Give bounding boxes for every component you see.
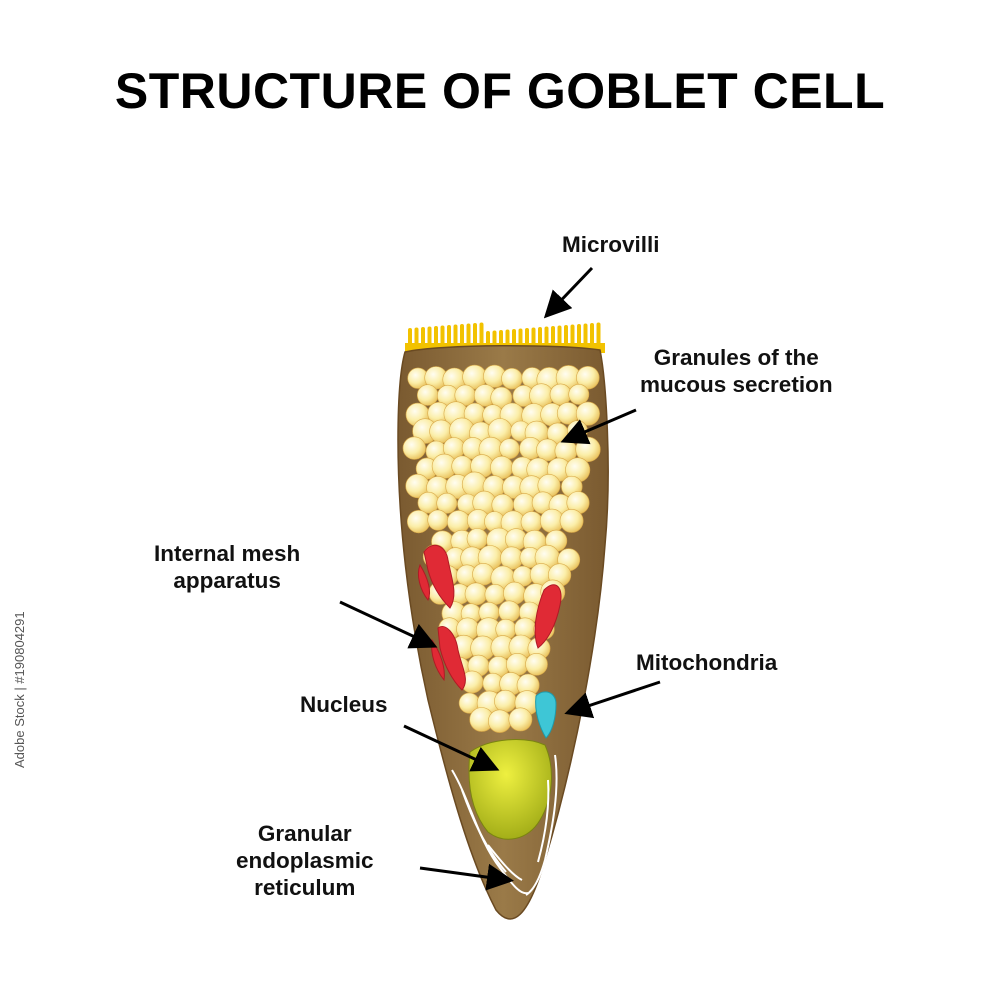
microvillus: [590, 323, 594, 349]
microvillus: [460, 324, 464, 349]
arrow-mitochondria: [564, 680, 661, 719]
microvillus: [466, 323, 471, 349]
microvillus: [583, 323, 588, 349]
stock-watermark: Adobe Stock | #190804291: [12, 611, 27, 768]
mucous-granule: [549, 383, 572, 406]
mucous-granule: [417, 384, 439, 406]
mucous-granule: [559, 509, 584, 533]
label-nucleus: Nucleus: [300, 692, 388, 717]
mucous-granule: [484, 583, 506, 605]
mucous-granule: [520, 511, 543, 534]
microvillus: [453, 324, 458, 349]
microvillus: [596, 322, 601, 349]
mucous-granule: [466, 528, 488, 550]
arrow-er: [419, 863, 514, 891]
label-mitochondria: Mitochondria: [636, 650, 778, 675]
arrow-granules: [560, 408, 637, 445]
mucous-granule: [525, 652, 548, 676]
mucous-granule: [488, 709, 512, 733]
mucous-granule: [508, 707, 533, 732]
page-title: STRUCTURE OF GOBLET CELL: [114, 63, 886, 119]
arrow-microvilli: [543, 266, 594, 319]
mucous-granule: [464, 582, 488, 606]
mucous-granule: [446, 510, 471, 534]
mucous-granules: [402, 364, 601, 733]
mucous-granule: [427, 509, 449, 531]
microvillus: [570, 324, 575, 349]
label-granular-er: Granular endoplasmic reticulum: [236, 821, 374, 900]
mucous-granule: [499, 438, 520, 460]
mitochondrion: [535, 691, 557, 739]
mucous-granule: [506, 653, 529, 676]
microvillus: [577, 324, 581, 349]
mucous-granule: [402, 436, 426, 460]
mucous-granule: [494, 689, 517, 713]
pointer-arrows: [339, 266, 661, 891]
label-microvilli: Microvilli: [562, 232, 660, 257]
mucous-granule: [490, 386, 513, 409]
microvillus: [479, 322, 484, 349]
mucous-granule: [436, 492, 458, 514]
mucous-granule: [407, 509, 431, 534]
golgi-apparatus: [417, 544, 562, 691]
mucous-granule: [498, 600, 521, 623]
microvillus: [473, 323, 477, 349]
label-internal-mesh: Internal mesh apparatus: [154, 541, 301, 593]
arrow-mesh: [339, 600, 438, 649]
arrow-nucleus: [403, 724, 500, 772]
mucous-granule: [576, 366, 600, 390]
mucous-granule: [568, 383, 590, 405]
label-granules: Granules of the mucous secretion: [640, 345, 833, 397]
mucous-granule: [472, 562, 495, 586]
